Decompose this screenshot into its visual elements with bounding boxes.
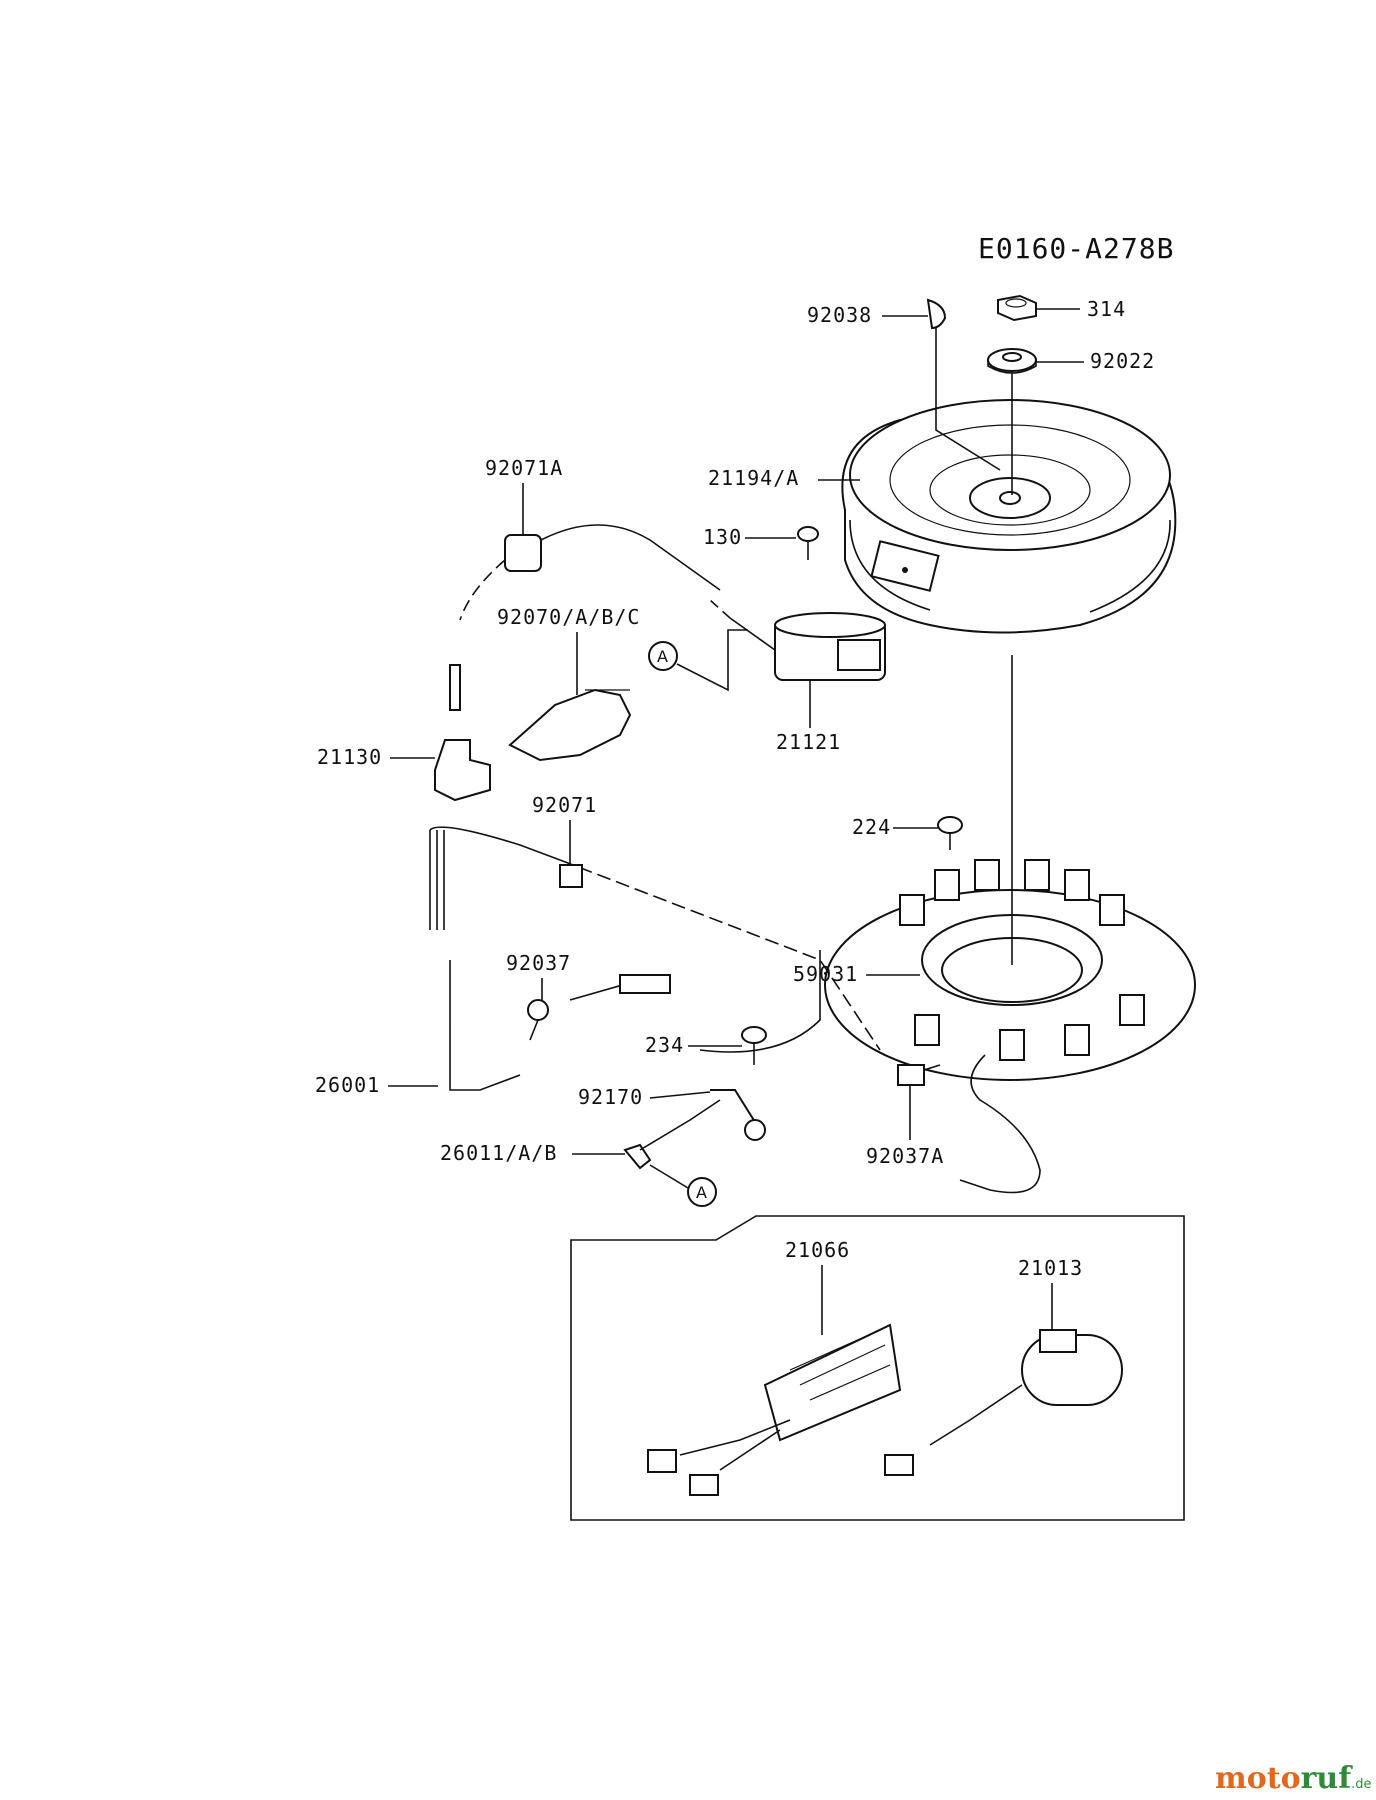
callout-92022: 92022 xyxy=(1090,349,1155,373)
condenser xyxy=(884,1329,1123,1476)
lead-26011 xyxy=(623,1099,721,1170)
callout-26011AB: 26011/A/B xyxy=(440,1141,557,1165)
nut xyxy=(997,294,1037,322)
inset-box xyxy=(570,1215,1185,1521)
callout-92071A: 92071A xyxy=(485,456,563,480)
spark-plug xyxy=(508,688,632,762)
svg-text:A: A xyxy=(657,647,668,666)
plug-cap xyxy=(434,664,491,802)
callout-130: 130 xyxy=(703,525,742,549)
callout-21066: 21066 xyxy=(785,1238,850,1262)
woodruff-key xyxy=(926,298,947,330)
callout-314: 314 xyxy=(1087,297,1126,321)
svg-text:motoruf.de: motoruf.de xyxy=(1215,1761,1372,1796)
grommet-92071A xyxy=(504,534,542,572)
callout-21013: 21013 xyxy=(1018,1256,1083,1280)
flywheel xyxy=(841,399,1177,634)
bolt-130 xyxy=(797,526,819,560)
screw-234 xyxy=(741,1026,767,1065)
callout-92037A: 92037A xyxy=(866,1144,944,1168)
regulator xyxy=(647,1323,902,1496)
drawing-code: E0160-A278B xyxy=(978,232,1174,265)
callout-21130: 21130 xyxy=(317,745,382,769)
wire-harness xyxy=(429,826,881,1091)
callout-234: 234 xyxy=(645,1033,684,1057)
callout-92170: 92170 xyxy=(578,1085,643,1109)
callout-224: 224 xyxy=(852,815,891,839)
svg-text:A: A xyxy=(696,1183,707,1202)
ref-mark-a-lower: A xyxy=(649,1164,717,1207)
callout-21121: 21121 xyxy=(776,730,841,754)
callout-92070ABC: 92070/A/B/C xyxy=(497,605,640,629)
clamp-92037A xyxy=(897,1064,941,1086)
callout-92071: 92071 xyxy=(532,793,597,817)
ground-lead xyxy=(710,1089,766,1141)
callout-26001: 26001 xyxy=(315,1073,380,1097)
screw-224 xyxy=(937,816,963,850)
callout-21194A: 21194/A xyxy=(708,466,799,490)
callout-92038: 92038 xyxy=(807,303,872,327)
stator xyxy=(824,859,1196,1194)
watermark-logo: motoruf.de xyxy=(1215,1761,1372,1796)
callout-59031: 59031 xyxy=(793,962,858,986)
ignition-coil xyxy=(709,599,886,681)
callout-92037: 92037 xyxy=(506,951,571,975)
ref-mark-a-upper: A xyxy=(648,629,748,692)
washer xyxy=(987,348,1037,374)
terminal-92037 xyxy=(527,999,549,1041)
